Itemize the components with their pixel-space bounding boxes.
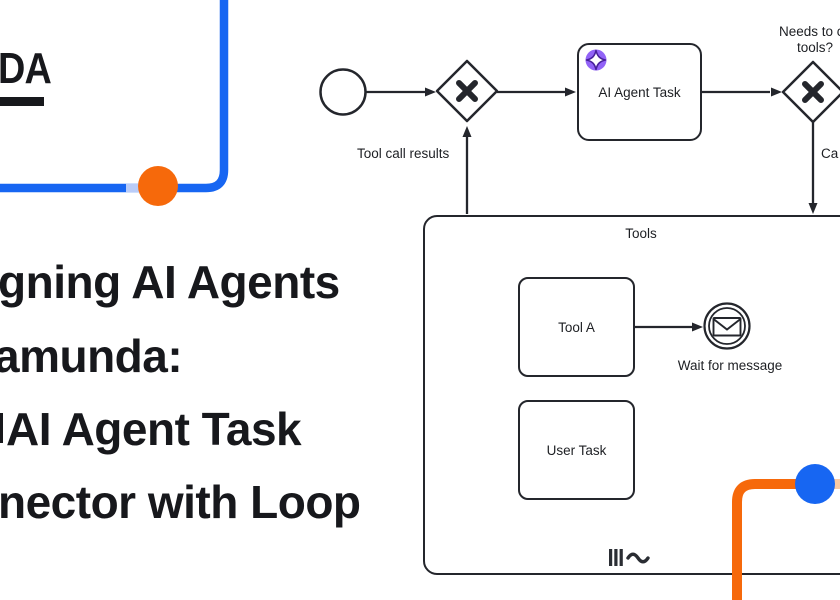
exclusive-gateway-1 <box>435 59 499 123</box>
headline-line-2: amunda: <box>0 330 183 382</box>
x-marker-icon <box>802 81 824 103</box>
envelope-icon <box>712 317 742 337</box>
headline-line-4: nector with Loop <box>0 476 361 528</box>
tool-a-task-label: Tool A <box>558 319 595 335</box>
start-event <box>319 68 367 116</box>
exclusive-gateway-2 <box>781 60 840 124</box>
headline-clipped-letter-sliver <box>0 413 3 443</box>
message-catch-event <box>703 302 751 350</box>
arrowheads <box>425 87 818 332</box>
wait-for-message-label: Wait for message <box>677 358 783 373</box>
tools-subprocess <box>423 215 840 575</box>
tool-call-results-label: Tool call results <box>357 146 450 161</box>
user-task-label: User Task <box>546 442 607 458</box>
sequence-flows <box>366 90 815 329</box>
ai-agent-task-label: AI Agent Task <box>598 84 681 100</box>
call-label-fragment: Ca <box>821 146 839 161</box>
tool-a-task: Tool A <box>518 277 635 377</box>
ai-agent-task: AI Agent Task <box>577 43 702 141</box>
gateway-question-line2: tools? <box>797 40 834 55</box>
headline-line-1: gning AI Agents <box>0 256 340 308</box>
subprocess-label: Tools <box>625 226 657 241</box>
x-marker-icon <box>456 80 478 102</box>
multi-instance-marker-icon <box>609 549 623 566</box>
gateway-question-line1: Needs to c <box>779 24 840 39</box>
user-task: User Task <box>518 400 635 500</box>
adhoc-tilde-marker-icon <box>626 552 650 564</box>
headline-line-3: AI Agent Task <box>6 403 302 455</box>
